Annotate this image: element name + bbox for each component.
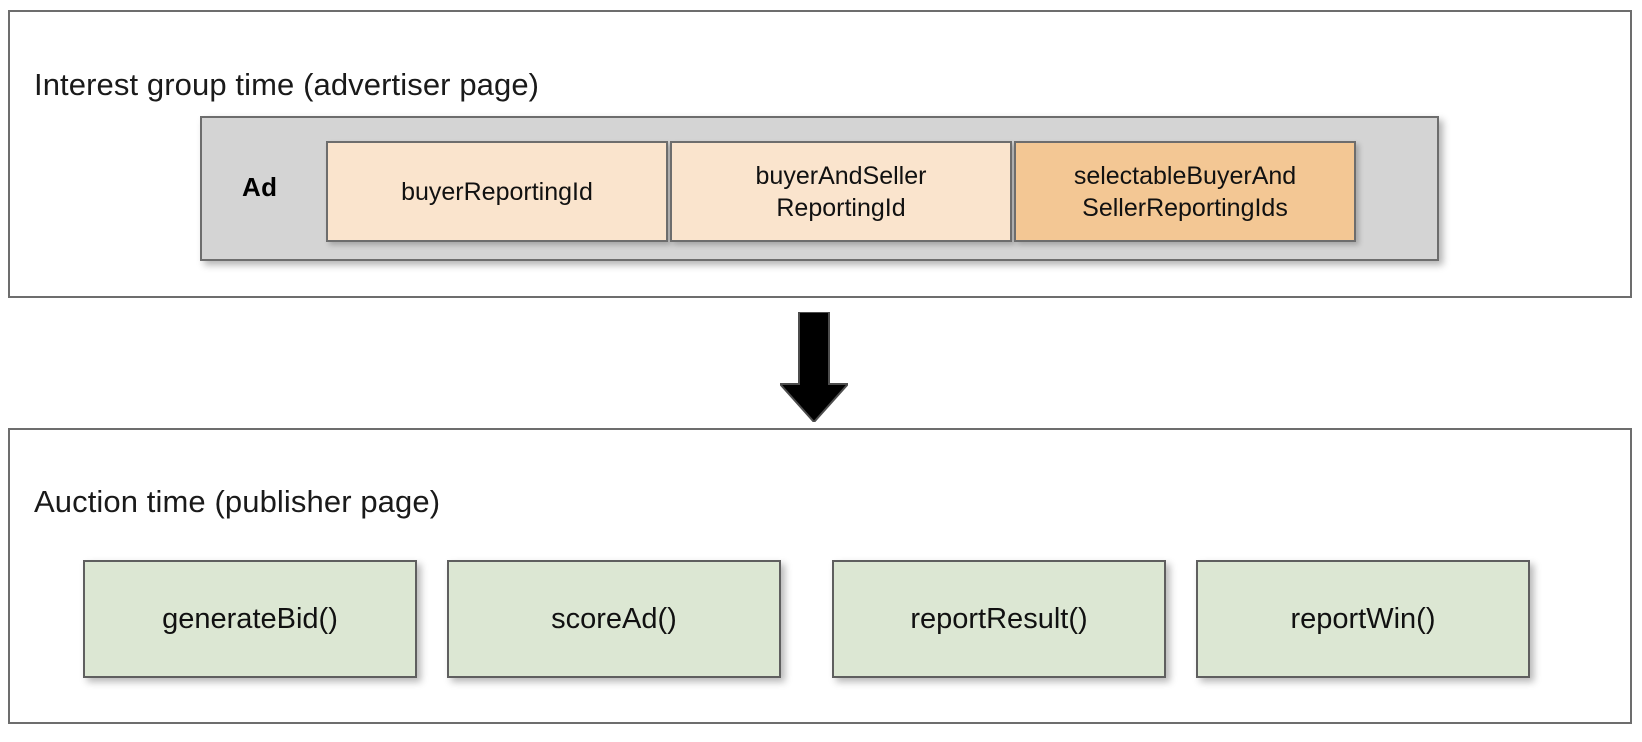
- auction-panel-title: Auction time (publisher page): [34, 483, 441, 519]
- function-box-report-win[interactable]: reportWin(): [1196, 560, 1530, 678]
- function-label: reportResult(): [910, 603, 1088, 635]
- function-box-generate-bid[interactable]: generateBid(): [83, 560, 417, 678]
- arrow-down-icon: [780, 312, 848, 422]
- advertiser-panel-title: Interest group time (advertiser page): [34, 66, 540, 102]
- reporting-id-box-buyer-reporting-id[interactable]: buyerReportingId: [326, 141, 668, 242]
- function-label: generateBid(): [162, 603, 338, 635]
- arrow-down-shape: [780, 312, 848, 422]
- function-box-score-ad[interactable]: scoreAd(): [447, 560, 781, 678]
- function-label: reportWin(): [1290, 603, 1436, 635]
- advertiser-panel: Interest group time (advertiser page) Ad…: [8, 10, 1632, 298]
- function-label: scoreAd(): [551, 603, 677, 635]
- reporting-id-label: buyerReportingId: [401, 177, 593, 206]
- ad-label: Ad: [242, 172, 278, 202]
- function-box-report-result[interactable]: reportResult(): [832, 560, 1166, 678]
- auction-panel: Auction time (publisher page) generateBi…: [8, 428, 1632, 724]
